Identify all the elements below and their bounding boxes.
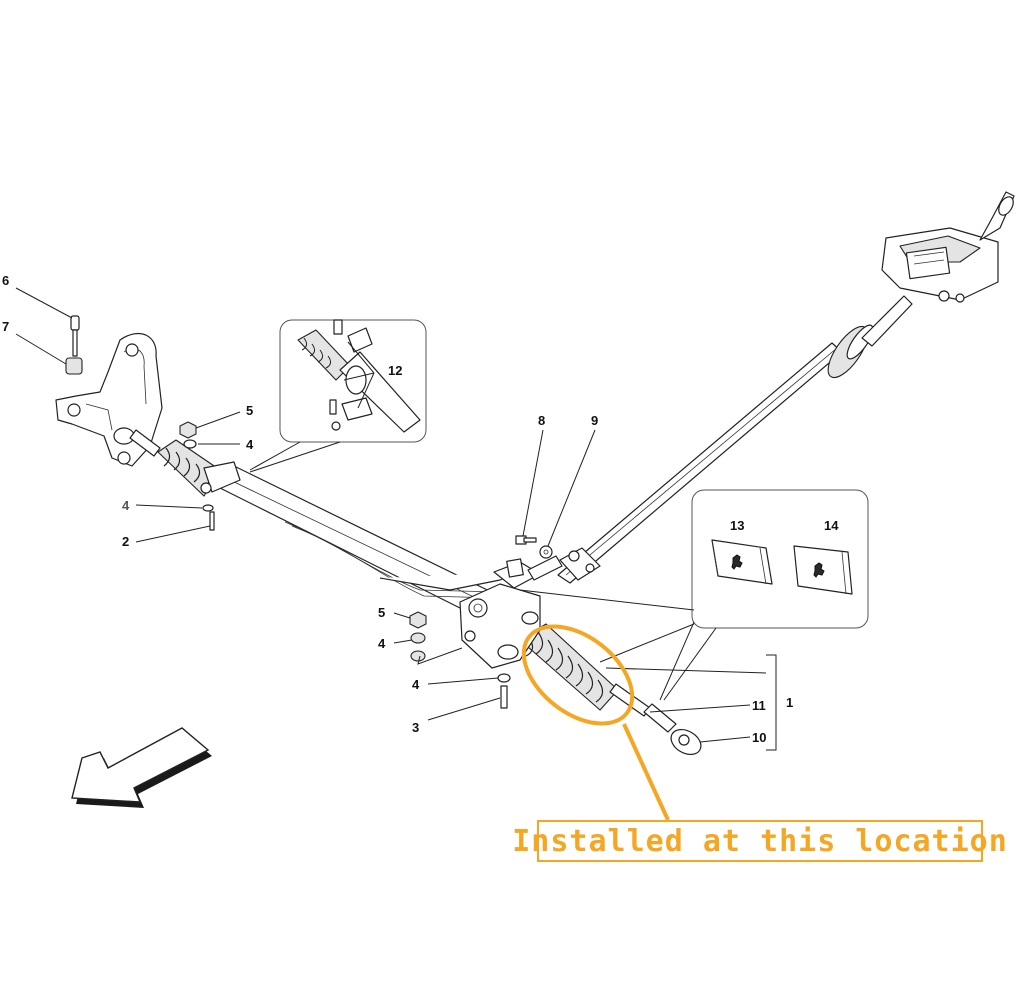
callout-9: 9 xyxy=(591,413,598,428)
ferrari-horse-icon xyxy=(813,562,825,578)
callout-labels: 6 7 5 4 4 2 12 8 9 13 14 5 4 4 3 11 10 1 xyxy=(2,273,839,745)
label-14-sticker xyxy=(793,545,853,595)
left-tie-rod xyxy=(113,427,161,457)
callout-12: 12 xyxy=(388,363,402,378)
ferrari-horse-icon xyxy=(731,554,743,570)
fastener-left-bolt-6 xyxy=(70,315,80,357)
leader-lines xyxy=(15,287,777,751)
highlight-annotation xyxy=(521,624,670,821)
callout-4-right-b: 4 xyxy=(412,677,420,692)
inset-labels-detail xyxy=(691,489,869,629)
installed-location-callout: Installed at this location xyxy=(512,820,1007,862)
callout-13: 13 xyxy=(730,518,744,533)
fastener-left-washer-4-upper xyxy=(183,439,197,449)
callout-4-left-upper: 4 xyxy=(246,437,254,452)
fastener-bolt-8 xyxy=(515,535,537,545)
fastener-right-nut-5 xyxy=(409,611,427,629)
callout-4-left-lower: 4 xyxy=(122,498,130,513)
callout-3: 3 xyxy=(412,720,419,735)
callout-11: 11 xyxy=(752,698,766,713)
callout-4-right-a: 4 xyxy=(378,636,386,651)
fastener-right-washer-4-b xyxy=(410,650,426,662)
fastener-washer-9 xyxy=(539,545,553,559)
direction-arrow-icon xyxy=(71,727,212,808)
highlight-ellipse xyxy=(521,624,635,726)
installed-location-text: Installed at this location xyxy=(512,823,1008,859)
inset-bracket-detail xyxy=(279,319,427,443)
fastener-right-washer-4-a xyxy=(410,632,426,644)
highlight-pointer xyxy=(622,723,670,821)
steering-rack-housing xyxy=(199,463,702,756)
callout-5-left: 5 xyxy=(246,403,253,418)
fastener-left-sleeve-7 xyxy=(65,357,83,375)
fastener-right-bolt-3 xyxy=(500,685,508,709)
callout-1: 1 xyxy=(786,695,793,710)
callout-7: 7 xyxy=(2,319,9,334)
callout-2: 2 xyxy=(122,534,129,549)
callout-5-right: 5 xyxy=(378,605,385,620)
fastener-left-nut-5 xyxy=(179,421,197,439)
callout-14: 14 xyxy=(824,518,839,533)
fastener-left-washer-4-lower xyxy=(202,504,214,512)
callout-10: 10 xyxy=(752,730,766,745)
label-13-sticker xyxy=(711,539,773,585)
left-boot xyxy=(157,439,241,497)
pinion-housing xyxy=(459,555,563,669)
fastener-left-bolt-2 xyxy=(209,511,215,531)
fastener-right-washer-4-c xyxy=(497,673,511,683)
steering-column xyxy=(557,191,1015,584)
callout-8: 8 xyxy=(538,413,545,428)
callout-6: 6 xyxy=(2,273,9,288)
